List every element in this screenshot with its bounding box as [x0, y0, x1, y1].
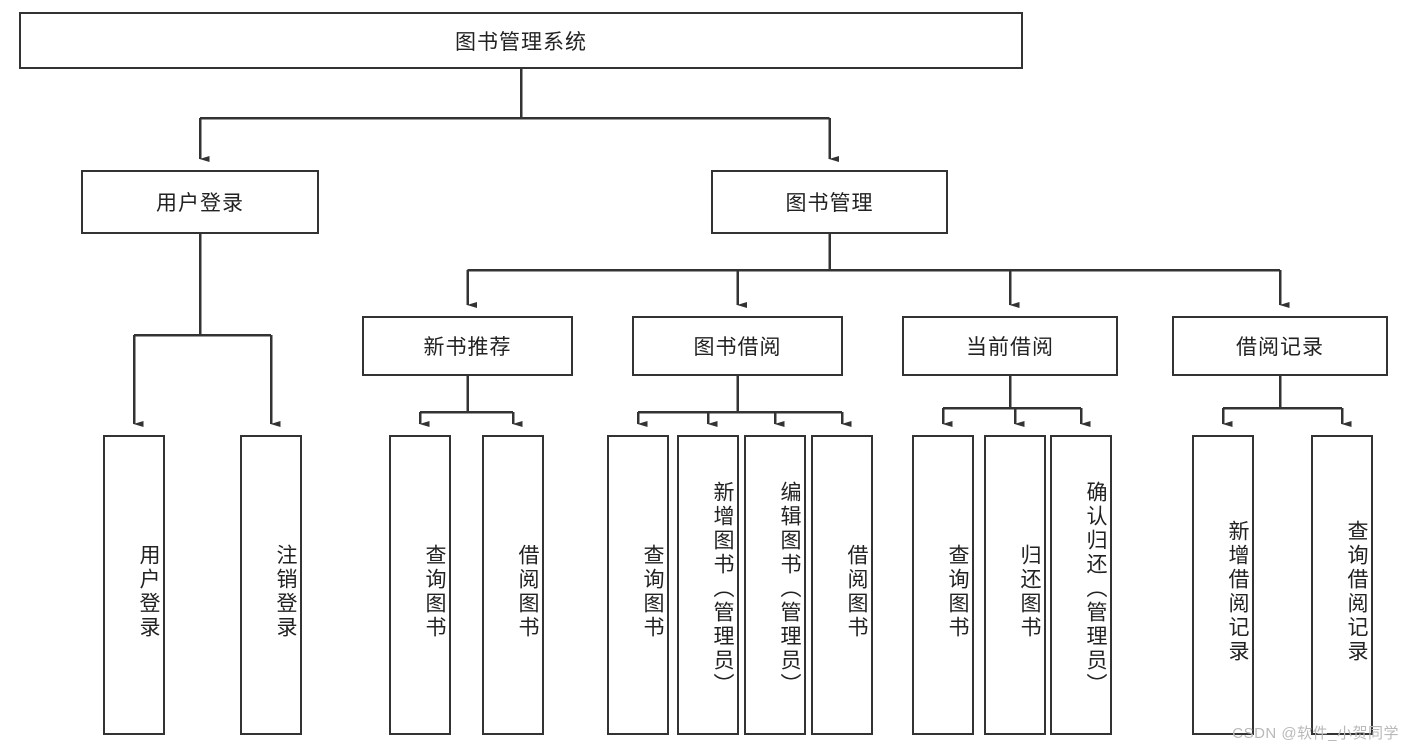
node-leaf-4[interactable]: 查询图书 [607, 435, 669, 735]
node-leaf-9[interactable]: 归还图书 [984, 435, 1046, 735]
node-label: 用户登录 [137, 544, 160, 640]
node-leaf-12[interactable]: 查询借阅记录 [1311, 435, 1373, 735]
node-leaf-7[interactable]: 借阅图书 [811, 435, 873, 735]
node-label: 查询借阅记录 [1345, 520, 1368, 664]
node-label: 注销登录 [274, 544, 297, 640]
node-level1-0[interactable]: 用户登录 [81, 170, 319, 234]
node-label: 图书管理 [785, 192, 874, 215]
node-leaf-11[interactable]: 新增借阅记录 [1192, 435, 1254, 735]
node-root-system[interactable]: 图书管理系统 [19, 12, 1023, 69]
node-leaf-1[interactable]: 注销登录 [240, 435, 302, 735]
node-level2-3[interactable]: 借阅记录 [1172, 316, 1388, 376]
node-leaf-0[interactable]: 用户登录 [103, 435, 165, 735]
node-label: 用户登录 [156, 192, 244, 215]
node-label: 查询图书 [641, 544, 664, 640]
node-label: 借阅记录 [1236, 336, 1324, 359]
node-leaf-2[interactable]: 查询图书 [389, 435, 451, 735]
node-label: 编辑图书（管理员） [778, 481, 801, 697]
node-label: 新书推荐 [423, 336, 512, 359]
node-level2-0[interactable]: 新书推荐 [362, 316, 573, 376]
node-label: 图书管理系统 [455, 30, 587, 54]
node-label: 新增图书（管理员） [711, 481, 734, 697]
node-label: 新增借阅记录 [1226, 520, 1249, 664]
csdn-watermark: CSDN @软件_小贺同学 [1232, 725, 1399, 742]
node-label: 归还图书 [1018, 544, 1041, 640]
node-label: 当前借阅 [966, 336, 1054, 359]
node-leaf-5[interactable]: 新增图书（管理员） [677, 435, 739, 735]
node-leaf-8[interactable]: 查询图书 [912, 435, 974, 735]
node-label: 图书借阅 [693, 336, 782, 359]
node-label: 借阅图书 [516, 544, 539, 640]
node-level1-1[interactable]: 图书管理 [711, 170, 948, 234]
node-label: 确认归还（管理员） [1084, 481, 1107, 697]
node-label: 借阅图书 [845, 544, 868, 640]
node-level2-1[interactable]: 图书借阅 [632, 316, 843, 376]
node-leaf-10[interactable]: 确认归还（管理员） [1050, 435, 1112, 735]
node-label: 查询图书 [423, 544, 446, 640]
node-leaf-6[interactable]: 编辑图书（管理员） [744, 435, 806, 735]
node-label: 查询图书 [946, 544, 969, 640]
node-leaf-3[interactable]: 借阅图书 [482, 435, 544, 735]
node-level2-2[interactable]: 当前借阅 [902, 316, 1118, 376]
